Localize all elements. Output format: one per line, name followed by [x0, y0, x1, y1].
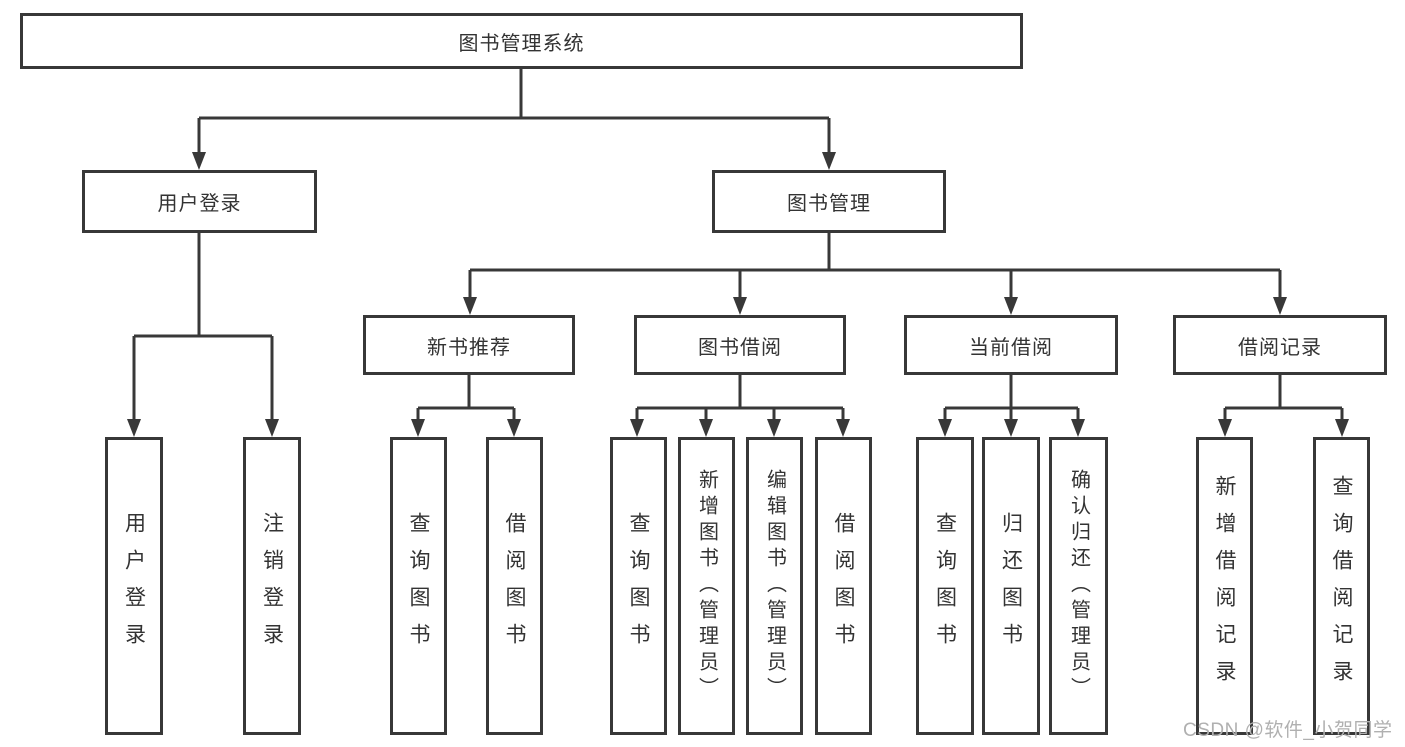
leaf-borrow-books-recommend: 借阅图书: [486, 437, 543, 735]
node-label: 查询图书: [627, 512, 650, 660]
node-label: 编辑图书（管理员）: [763, 469, 786, 703]
node-label: 用户登录: [122, 512, 146, 660]
node-label: 新增图书（管理员）: [695, 469, 718, 703]
leaf-borrow-books: 借阅图书: [815, 437, 872, 735]
node-label: 确认归还（管理员）: [1067, 469, 1090, 703]
node-label: 归还图书: [999, 512, 1023, 660]
node-label: 查询借阅记录: [1330, 475, 1353, 697]
leaf-add-borrow-record: 新增借阅记录: [1196, 437, 1253, 735]
node-book-borrowing: 图书借阅: [634, 315, 846, 375]
node-label: 图书管理系统: [458, 32, 585, 55]
node-label: 图书借阅: [698, 336, 782, 359]
node-library-management-system: 图书管理系统: [20, 13, 1023, 69]
node-label: 借阅图书: [503, 512, 526, 660]
leaf-edit-books-admin: 编辑图书（管理员）: [746, 437, 803, 735]
node-label: 查询图书: [933, 512, 957, 660]
leaf-confirm-return-admin: 确认归还（管理员）: [1049, 437, 1108, 735]
leaf-query-books-current: 查询图书: [916, 437, 974, 735]
node-borrowing-records: 借阅记录: [1173, 315, 1387, 375]
node-label: 当前借阅: [969, 336, 1053, 359]
node-user-login: 用户登录: [82, 170, 317, 233]
node-label: 借阅图书: [832, 512, 855, 660]
leaf-add-books-admin: 新增图书（管理员）: [678, 437, 735, 735]
watermark: CSDN @软件_小贺同学: [1183, 720, 1393, 741]
leaf-user-login: 用户登录: [105, 437, 163, 735]
node-new-book-recommend: 新书推荐: [363, 315, 575, 375]
node-label: 新书推荐: [427, 336, 511, 359]
node-label: 用户登录: [157, 193, 242, 215]
leaf-query-books-recommend: 查询图书: [390, 437, 447, 735]
node-label: 新增借阅记录: [1213, 475, 1236, 697]
node-label: 注销登录: [260, 512, 284, 660]
leaf-logout: 注销登录: [243, 437, 301, 735]
node-book-management: 图书管理: [712, 170, 946, 233]
node-label: 借阅记录: [1238, 336, 1322, 359]
node-label: 图书管理: [787, 193, 871, 215]
leaf-query-borrow-record: 查询借阅记录: [1313, 437, 1370, 735]
leaf-return-books: 归还图书: [982, 437, 1040, 735]
arrowheads: [127, 152, 1349, 437]
node-label: 查询图书: [407, 512, 430, 660]
node-current-borrowing: 当前借阅: [904, 315, 1118, 375]
leaf-query-books-borrowing: 查询图书: [610, 437, 667, 735]
